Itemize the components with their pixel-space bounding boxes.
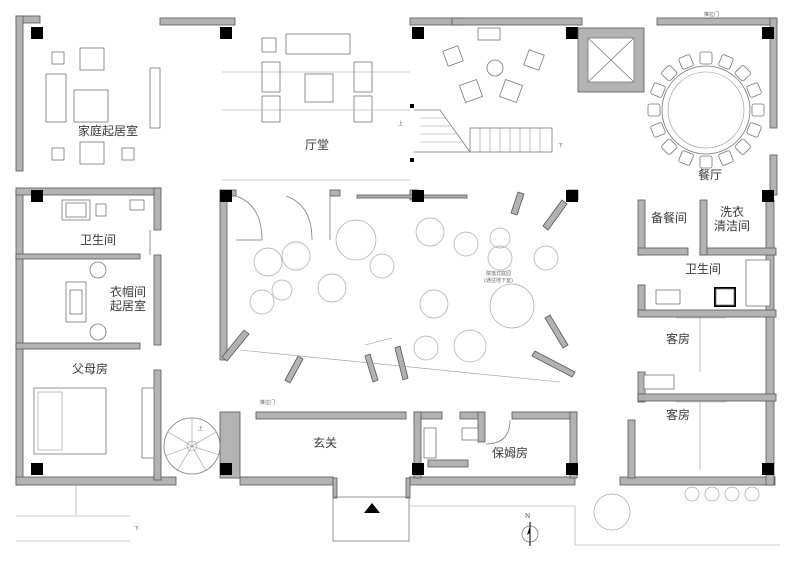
note-sliding-door-entry: 推拉门 (260, 400, 276, 406)
dining-chair (734, 65, 751, 82)
courtyard-trees (249, 217, 559, 363)
room-label-hall: 厅堂 (305, 138, 330, 152)
dining-chair (699, 155, 713, 169)
room-label-bathroom-west: 卫生间 (80, 233, 117, 247)
dining-chair (647, 103, 661, 117)
room-label-bathroom-east: 卫生间 (685, 262, 722, 276)
room-label-courtyard: 院落式庭园 (通往地下室) (484, 270, 513, 284)
tree-icon (533, 245, 559, 271)
cloakroom-furniture (65, 261, 107, 341)
tree-icon (281, 241, 311, 271)
dining-chair (678, 54, 694, 70)
tree-icon (453, 231, 479, 257)
dining-chair (734, 138, 751, 155)
tree-icon (369, 253, 395, 279)
tree-icon (487, 245, 513, 271)
north-arrow-icon (521, 522, 539, 546)
tree-icon (453, 329, 487, 363)
note-stair-up-main: 上 (398, 121, 404, 127)
dining-chair (678, 150, 694, 166)
dining-chair (751, 103, 765, 117)
room-label-nanny: 保姆房 (492, 446, 529, 460)
room-label-cloakroom-line2: 起居室 (110, 299, 147, 313)
room-label-parents: 父母房 (72, 362, 109, 376)
north-arrow-label: N (525, 512, 531, 520)
room-label-entrance: 玄关 (313, 436, 338, 450)
east-service-fixtures (643, 259, 771, 470)
dining-chair (746, 82, 762, 98)
note-stair-up-spiral: 上 (198, 426, 204, 432)
tree-icon (419, 289, 449, 319)
room-label-courtyard-line2: (通往地下室) (484, 278, 513, 284)
dining-chair (746, 122, 762, 138)
room-label-laundry-line1: 洗衣 (720, 205, 745, 219)
room-label-laundry-line2: 清洁间 (714, 219, 751, 233)
room-label-courtyard-line1: 院落式庭园 (485, 271, 511, 277)
tree-icon (335, 219, 377, 261)
courtyard-doors (235, 195, 561, 383)
structural-columns (31, 27, 774, 475)
hall-furniture (222, 33, 410, 181)
main-staircase (410, 104, 553, 162)
tree-icon (413, 335, 439, 361)
bathroom-west-fixtures (61, 199, 151, 255)
tree-icon (249, 289, 275, 315)
room-label-laundry: 洗衣 清洁间 (714, 205, 750, 233)
room-label-guest-1: 客房 (666, 332, 691, 346)
tree-icon (489, 283, 535, 329)
spiral-staircase (163, 417, 221, 475)
entrance-porch (16, 485, 780, 546)
lounge-seating (442, 27, 545, 104)
dining-chair (718, 150, 734, 166)
note-stair-down-main: 下 (558, 143, 564, 149)
dining-chair (650, 82, 666, 98)
family-living-furniture (45, 47, 161, 165)
note-stair-down-left: 下 (134, 526, 140, 532)
room-label-guest-2: 客房 (666, 408, 691, 422)
dining-chair (661, 138, 678, 155)
elevator (577, 27, 645, 93)
dining-chair (661, 65, 678, 82)
dining-table (647, 51, 765, 169)
tree-icon (415, 217, 445, 247)
parents-bed (33, 387, 155, 459)
room-label-cloakroom-line1: 衣帽间 (110, 285, 147, 299)
dining-chair (718, 54, 734, 70)
room-label-pantry: 备餐间 (651, 211, 688, 225)
nanny-room-fixtures (332, 419, 511, 499)
dining-chair (650, 122, 666, 138)
tree-icon (271, 279, 293, 301)
interior-walls (15, 187, 777, 481)
note-sliding-door-top: 推拉门 (704, 12, 720, 18)
room-label-dining: 餐厅 (698, 168, 723, 182)
room-label-cloakroom: 衣帽间 起居室 (110, 285, 146, 313)
tree-icon (253, 247, 283, 277)
room-label-family-living: 家庭起居室 (78, 124, 139, 138)
dining-chair (699, 51, 713, 65)
tree-icon (489, 227, 511, 249)
tree-icon (317, 273, 347, 303)
